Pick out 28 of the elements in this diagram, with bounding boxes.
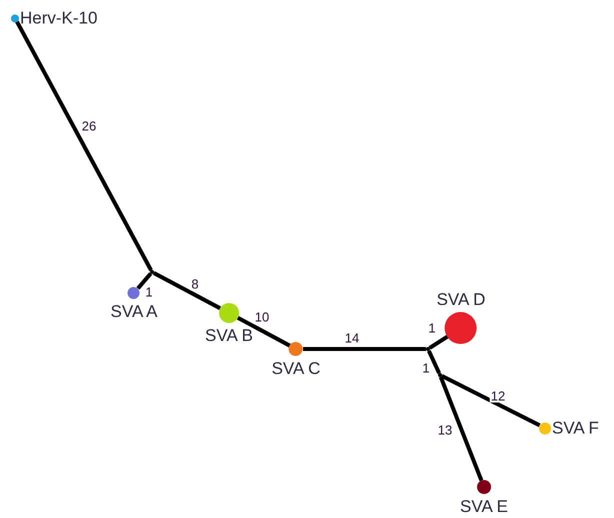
edge-label: 1	[421, 362, 431, 374]
branch-line	[438, 376, 484, 482]
node-label: SVA C	[272, 360, 320, 377]
branch-line	[427, 350, 441, 374]
branch-line	[236, 316, 291, 348]
node-label: SVA F	[552, 420, 599, 436]
node-label: SVA E	[460, 498, 508, 515]
junction-point	[438, 373, 442, 377]
edge-label: 1	[427, 322, 437, 334]
node-label: SVA D	[436, 291, 486, 308]
junction-point	[426, 347, 430, 351]
edge-label: 14	[344, 332, 360, 344]
node-label: Herv-K-10	[20, 10, 98, 26]
branch-line	[428, 334, 449, 350]
branch-line	[15, 20, 153, 272]
edge-label: 10	[254, 310, 270, 324]
edge-label: 12	[490, 390, 506, 402]
branch-line	[440, 374, 541, 428]
edge-label: 13	[436, 424, 454, 436]
edge-label: 26	[80, 120, 98, 132]
node-label: SVA A	[110, 303, 158, 320]
node-label: SVA B	[205, 327, 253, 344]
edge-label: 1	[144, 286, 154, 298]
branch-line	[152, 271, 222, 310]
branch-line	[136, 272, 152, 290]
junction-point	[150, 270, 154, 274]
branch-line	[303, 347, 426, 351]
edge-label: 8	[190, 278, 200, 290]
